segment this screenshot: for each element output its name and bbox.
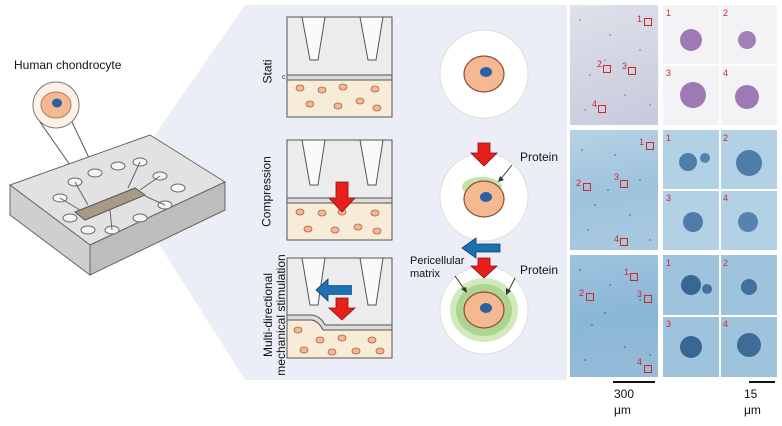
- histology-large-static: 1 2 3 4: [570, 5, 658, 125]
- row-label-static: Stati: [260, 59, 275, 84]
- roi-box: [628, 67, 636, 75]
- histology-small-multidirectional: 1 2 3 4: [663, 255, 777, 377]
- scale-bar-small: [749, 381, 775, 383]
- roi-number: 3: [622, 61, 628, 71]
- zoom-number: 1: [666, 133, 672, 143]
- zoom-number: 4: [723, 193, 729, 203]
- chondrocyte-bubble: [32, 81, 80, 129]
- roi-number: 3: [614, 172, 620, 182]
- roi-box: [646, 142, 654, 150]
- roi-number: 3: [637, 289, 643, 299]
- roi-box: [644, 365, 652, 373]
- cell-multidirectional: [439, 237, 529, 355]
- roi-box: [630, 273, 638, 281]
- zoom-number: 2: [723, 8, 729, 18]
- zoom-number: 3: [666, 319, 672, 329]
- roi-box: [583, 183, 591, 191]
- device-static: c: [282, 16, 393, 118]
- histology-large-compression: 1 2 3 4: [570, 130, 658, 250]
- roi-box: [586, 293, 594, 301]
- roi-box: [644, 18, 652, 26]
- histology-large-multidirectional: 1 2 3 4: [570, 255, 658, 377]
- roi-number: 1: [637, 14, 643, 24]
- protein-label-multidirectional: Protein: [520, 263, 559, 277]
- pcm-label-line1: Pericellular: [410, 255, 465, 267]
- scale-bar-large-value: 300: [614, 387, 635, 401]
- svg-text:c: c: [282, 74, 286, 81]
- dots: [581, 149, 651, 241]
- roi-box: [603, 65, 611, 73]
- zoom-number: 4: [723, 68, 729, 78]
- zoom-number: 2: [723, 258, 729, 268]
- protein-label-compression: Protein: [520, 150, 559, 164]
- cell-compression: [439, 142, 529, 242]
- device-compression: [286, 139, 393, 241]
- scale-bar-large-unit: μm: [614, 403, 631, 417]
- roi-box: [620, 180, 628, 188]
- scale-bar-small-unit: μm: [744, 403, 761, 417]
- zoom-number: 1: [666, 258, 672, 268]
- cells-zoom: [663, 5, 777, 125]
- zoom-number: 4: [723, 319, 729, 329]
- dots: [579, 19, 651, 111]
- roi-box: [598, 105, 606, 113]
- roi-number: 2: [579, 288, 585, 298]
- dots: [579, 269, 651, 361]
- roi-number: 4: [637, 357, 643, 367]
- pcm-label-line2: matrix: [410, 268, 440, 280]
- cell-illustrations: [439, 29, 529, 355]
- histology-small-static: 1 2 3 4: [663, 5, 777, 125]
- row-label-line1: Multi-directional: [261, 272, 275, 358]
- pcm-label: Pericellular matrix: [410, 255, 464, 281]
- roi-number: 4: [614, 234, 620, 244]
- scale-bar-large: [613, 381, 655, 383]
- cell-static: [439, 29, 529, 119]
- chip-diagram: [8, 81, 227, 276]
- zoom-number: 3: [666, 68, 672, 78]
- roi-number: 1: [639, 137, 645, 147]
- chip-block: [8, 134, 227, 276]
- roi-number: 1: [624, 267, 630, 277]
- chondrocyte-label: Human chondrocyte: [14, 58, 122, 72]
- zoom-number: 3: [666, 193, 672, 203]
- row-label-compression: Compression: [259, 156, 274, 227]
- roi-number: 2: [597, 59, 603, 69]
- device-multidirectional: [286, 257, 393, 359]
- histology-small-compression: 1 2 3 4: [663, 130, 777, 250]
- zoom-number: 1: [666, 8, 672, 18]
- scale-bar-small-value: 15: [744, 387, 758, 401]
- roi-number: 2: [576, 178, 582, 188]
- roi-box: [620, 238, 628, 246]
- zoom-number: 2: [723, 133, 729, 143]
- roi-number: 4: [592, 99, 598, 109]
- cells-zoom: [663, 255, 777, 377]
- cells-zoom: [663, 130, 777, 250]
- device-sections: c: [282, 16, 393, 359]
- roi-box: [644, 295, 652, 303]
